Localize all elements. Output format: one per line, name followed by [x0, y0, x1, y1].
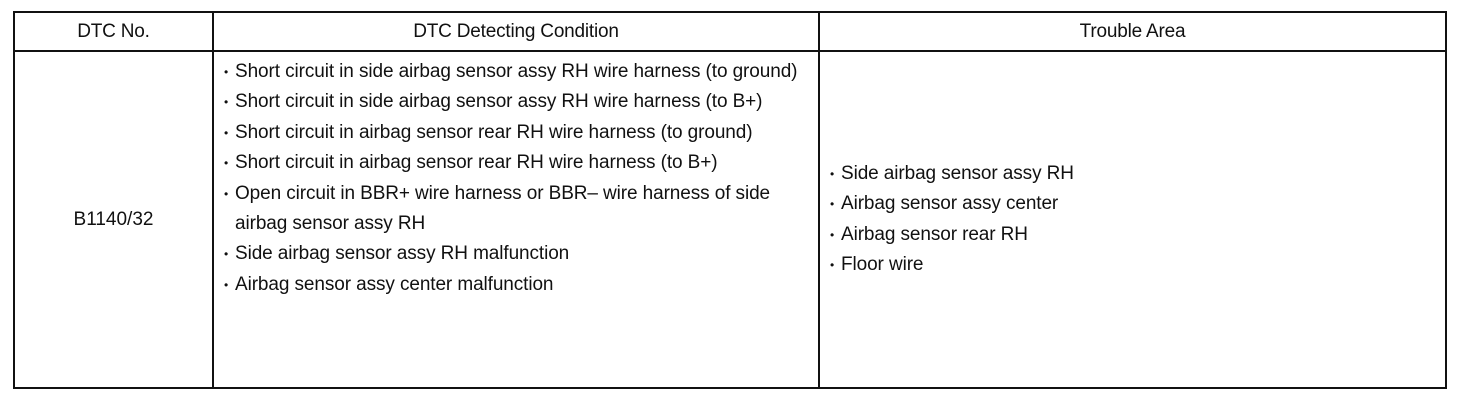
- bullet-icon: •: [830, 227, 835, 242]
- list-item: • Short circuit in airbag sensor rear RH …: [224, 118, 812, 148]
- list-item: • Side airbag sensor assy RH malfunction: [224, 239, 812, 269]
- condition-text: Short circuit in side airbag sensor assy…: [235, 61, 798, 82]
- bullet-icon: •: [224, 247, 229, 262]
- bullet-icon: •: [224, 186, 229, 201]
- table-row: B1140/32 • Short circuit in side airbag s…: [13, 50, 1447, 389]
- list-item: • Open circuit in BBR+ wire harness or BB…: [224, 179, 812, 240]
- condition-text: Short circuit in airbag sensor rear RH w…: [235, 152, 718, 174]
- list-item: • Short circuit in airbag sensor rear RH …: [224, 148, 812, 178]
- bullet-icon: •: [830, 257, 835, 272]
- condition-list: • Short circuit in side airbag sensor ass…: [224, 57, 812, 300]
- list-item: • Short circuit in side airbag sensor ass…: [224, 57, 812, 87]
- dtc-code: B1140/32: [73, 208, 154, 230]
- trouble-area-text: Floor wire: [841, 253, 924, 275]
- trouble-area-text: Airbag sensor assy center: [841, 193, 1059, 215]
- bullet-icon: •: [224, 65, 229, 79]
- list-item: • Airbag sensor assy center: [830, 189, 1437, 219]
- condition-text: Open circuit in BBR+ wire harness or BBR…: [235, 182, 771, 235]
- header-detecting-condition: DTC Detecting Condition: [212, 11, 820, 52]
- condition-text: Short circuit in side airbag sensor assy…: [235, 91, 763, 113]
- trouble-area-cell: • Side airbag sensor assy RH • Airbag sens…: [818, 50, 1447, 389]
- bullet-icon: •: [830, 197, 835, 212]
- dtc-table: DTC No. DTC Detecting Condition Trouble …: [13, 11, 1447, 389]
- trouble-area-text: Side airbag sensor assy RH: [841, 162, 1074, 184]
- bullet-icon: •: [224, 156, 229, 171]
- condition-text: Side airbag sensor assy RH malfunction: [235, 243, 570, 265]
- dtc-code-cell: B1140/32: [13, 50, 214, 389]
- trouble-area-text: Airbag sensor rear RH: [841, 223, 1028, 245]
- list-item: • Airbag sensor assy center malfunction: [224, 270, 812, 300]
- bullet-icon: •: [224, 277, 229, 292]
- condition-text: Short circuit in airbag sensor rear RH w…: [235, 121, 753, 143]
- table-header-row: DTC No. DTC Detecting Condition Trouble …: [13, 11, 1447, 52]
- bullet-icon: •: [224, 95, 229, 110]
- header-trouble-area: Trouble Area: [818, 11, 1447, 52]
- list-item: • Side airbag sensor assy RH: [830, 159, 1437, 189]
- trouble-area-list: • Side airbag sensor assy RH • Airbag sens…: [830, 159, 1437, 281]
- list-item: • Airbag sensor rear RH: [830, 220, 1437, 250]
- header-dtc-no: DTC No.: [13, 11, 214, 52]
- condition-text: Airbag sensor assy center malfunction: [235, 273, 554, 295]
- bullet-icon: •: [224, 125, 229, 140]
- bullet-icon: •: [830, 166, 835, 181]
- list-item: • Short circuit in side airbag sensor ass…: [224, 87, 812, 117]
- condition-cell: • Short circuit in side airbag sensor ass…: [212, 50, 820, 389]
- list-item: • Floor wire: [830, 250, 1437, 280]
